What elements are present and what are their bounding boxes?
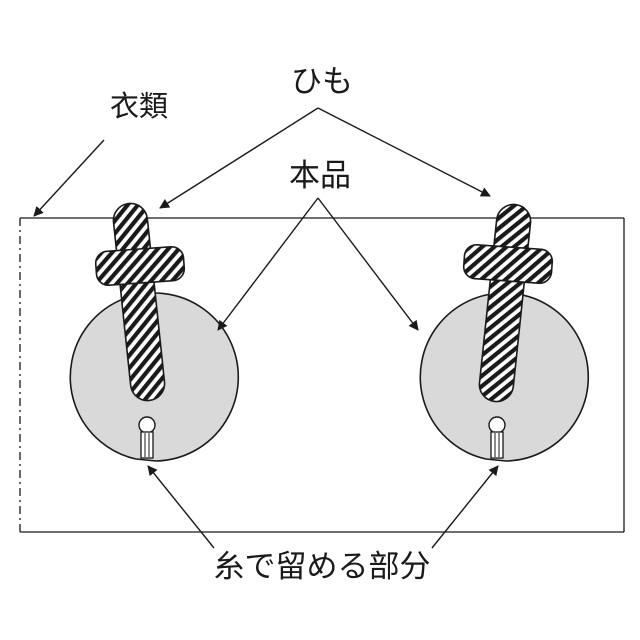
label-clothing: 衣類 bbox=[110, 89, 168, 123]
label-product: 本品 bbox=[289, 158, 351, 194]
arrow-thread-right bbox=[432, 466, 498, 548]
label-string: ひも bbox=[291, 64, 353, 100]
label-thread-part: 糸で留める部分 bbox=[214, 549, 431, 585]
arrow-thread-left bbox=[148, 466, 214, 548]
arrow-clothing bbox=[34, 140, 104, 216]
